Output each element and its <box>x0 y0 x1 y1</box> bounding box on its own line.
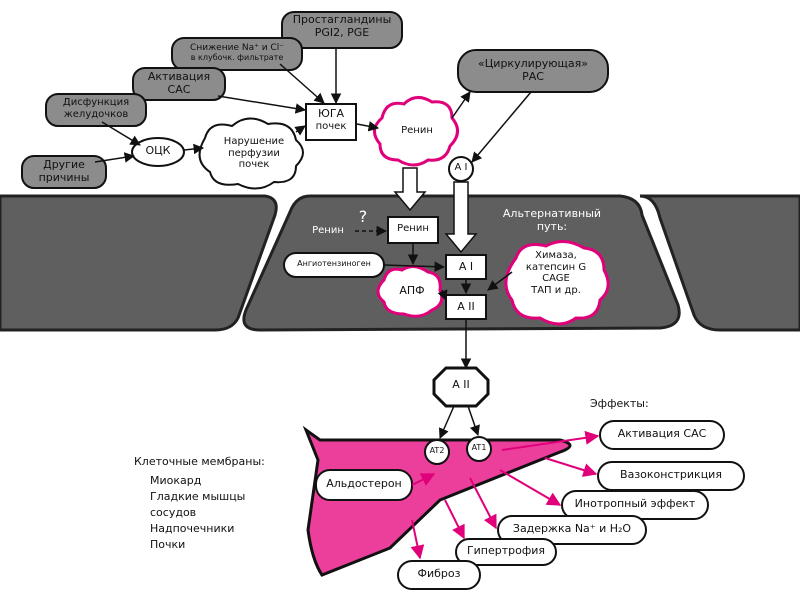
renin-box-label: Ренин <box>397 223 429 234</box>
cell-right <box>639 194 800 332</box>
a2-octagon <box>432 366 490 408</box>
effect-hypertrophy: Гипертрофия <box>466 544 546 557</box>
at1-label: AT1 <box>471 443 487 452</box>
membrane-item: Миокард <box>150 474 202 487</box>
cell-left <box>0 194 278 332</box>
effect-box-retention <box>497 515 647 545</box>
top-arrows <box>94 48 532 254</box>
at2-circle <box>424 439 450 465</box>
other-box <box>21 155 107 189</box>
effects-title: Эффекты: <box>590 397 649 410</box>
membrane-item: Надпочечники <box>150 521 235 535</box>
bottom-arrows <box>438 405 480 439</box>
circulating-ras-label: «Циркулирующая»РАС <box>478 57 588 83</box>
a2-octagon-label: A II <box>452 378 470 391</box>
at2-label: AT2 <box>429 446 445 455</box>
membranes-title: Клеточные мембраны: <box>134 455 265 468</box>
angiotensinogen-label: Ангиотензиноген <box>297 259 371 268</box>
enzymes-cloud <box>504 240 610 326</box>
effect-box-fibrosis <box>397 560 481 590</box>
a2-box <box>445 294 487 320</box>
membrane-item: Гладкие мышцы <box>150 489 246 503</box>
renin-top-label: Ренин <box>401 125 433 136</box>
dysfunction-box <box>45 93 147 127</box>
perfusion-cloud <box>198 117 304 190</box>
bottom-shapes <box>302 366 745 590</box>
at1-circle <box>466 436 492 462</box>
ock-label: ОЦК <box>145 144 171 157</box>
a1-box <box>445 254 487 280</box>
membrane-item: сосудов <box>150 505 197 519</box>
renin-box <box>387 216 439 244</box>
cell-shapes <box>283 216 610 326</box>
na-cl-label: Снижение Na⁺ и Cl⁻в клубочк. фильтрате <box>190 43 284 63</box>
effect-arrows <box>410 430 600 560</box>
effect-vasoconstriction: Вазоконстрикция <box>620 468 722 481</box>
na-cl-box <box>171 37 303 71</box>
renin-cloud <box>373 96 459 167</box>
top-shapes <box>21 11 609 190</box>
effect-fibrosis: Фиброз <box>417 567 461 580</box>
yuga-box <box>305 103 357 141</box>
cell-arrows <box>355 225 513 370</box>
ock-oval <box>131 137 185 167</box>
sas-box <box>132 67 226 101</box>
membranes-list: Миокард Гладкие мышцы сосудов Надпочечни… <box>150 473 290 553</box>
a2-box-label: A II <box>457 300 475 313</box>
circulating-box <box>457 49 609 93</box>
a1-box-label: A I <box>458 260 474 273</box>
effect-retention: Задержка Na⁺ и H₂O <box>512 522 632 535</box>
apf-cloud <box>376 265 444 318</box>
effect-box-sas <box>599 420 725 450</box>
renin-inbound-label: Ренин <box>312 225 344 236</box>
question-mark: ? <box>358 207 368 226</box>
prostaglandins-box <box>281 11 403 49</box>
effect-sas: Активация САС <box>617 427 707 440</box>
membrane-item: Почки <box>150 537 186 551</box>
a1-circle <box>448 156 474 182</box>
effect-box-hypertrophy <box>455 538 557 566</box>
apf-label: АПФ <box>399 284 425 297</box>
membrane-shape <box>302 425 572 577</box>
aldosterone-label: Альдостерон <box>326 477 402 490</box>
a1-top-label: A I <box>454 162 468 173</box>
effect-inotropic: Инотропный эффект <box>574 497 696 510</box>
